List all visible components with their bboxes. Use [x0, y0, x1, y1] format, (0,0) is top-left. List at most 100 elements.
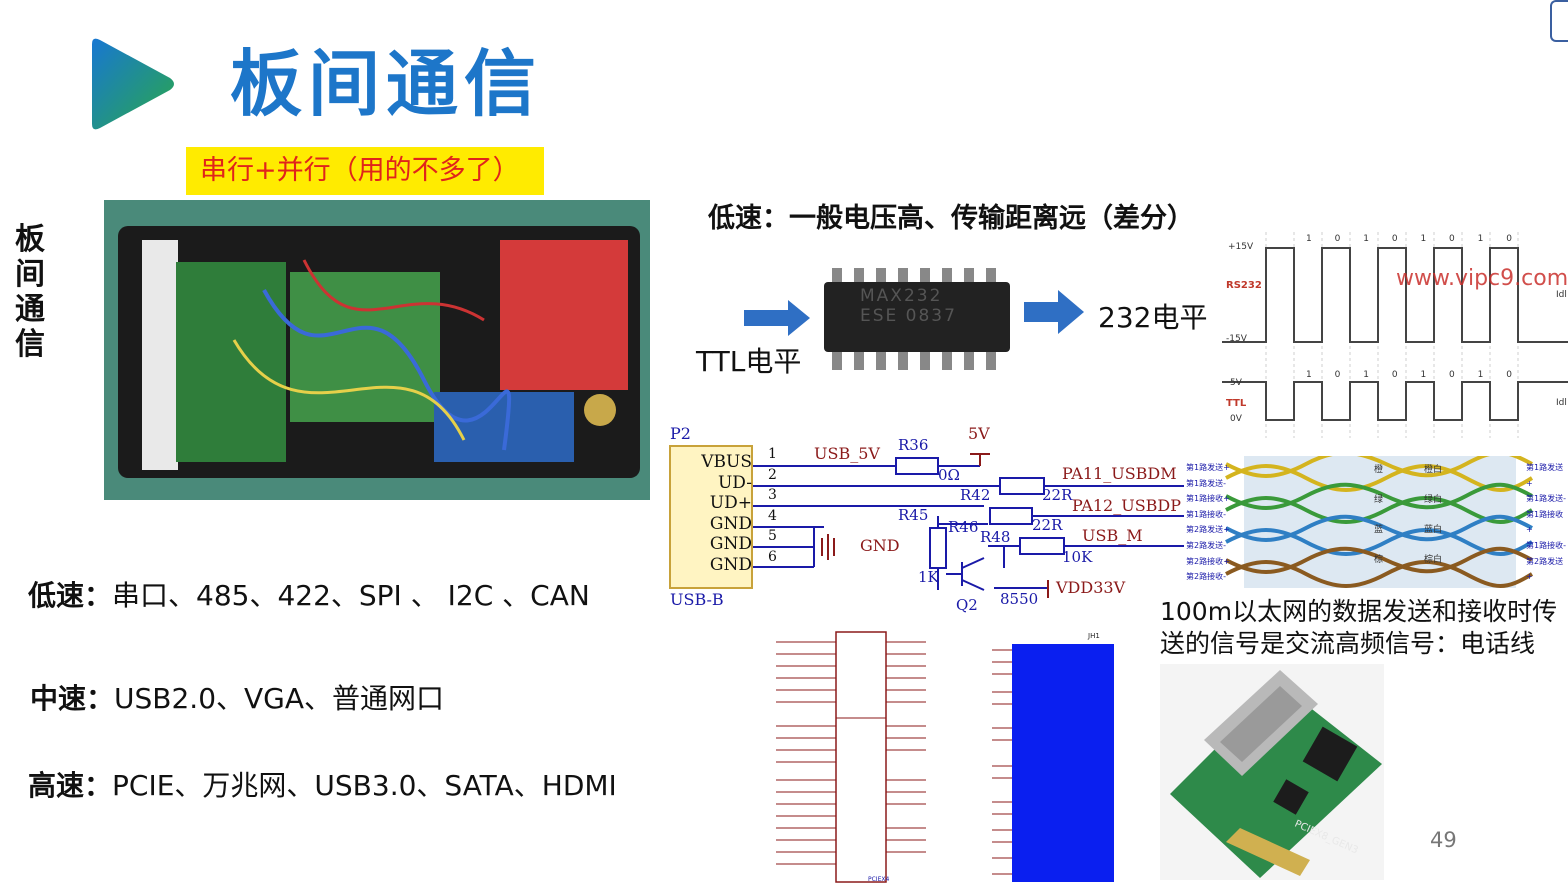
side-title-char: 板: [15, 222, 45, 257]
wire-color-green: 绿: [1374, 495, 1384, 505]
net-vdd33v: VDD33V: [1056, 578, 1126, 597]
net-usb5v: USB_5V: [814, 444, 880, 463]
pair-label: 第1路发送+: [1186, 463, 1230, 472]
connector-ref: P2: [670, 424, 691, 443]
r36-ref: R36: [898, 436, 929, 454]
mid-speed-items: USB2.0、VGA、普通网口: [114, 682, 445, 715]
wire-color-blue: 蓝: [1374, 525, 1384, 535]
bit-label: 1: [1420, 370, 1427, 380]
pair-label: 第1路接收+: [1526, 509, 1564, 535]
pair-label: 第1路发送-: [1186, 478, 1226, 488]
wire-color-orange-white: 橙白: [1424, 465, 1443, 475]
ethernet-description: 100m以太网的数据发送和接收时传 送的信号是交流高频信号：电话线: [1160, 596, 1557, 660]
bit-label: 1: [1363, 234, 1369, 244]
low-speed-heading: 低速：一般电压高、传输距离远（差分）: [708, 203, 1194, 234]
q2-part: 8550: [1000, 590, 1039, 608]
pair-labels-left: 第1路发送+ 第1路发送- 第1路接收+ 第1路接收- 第2路发送+ 第2路发送…: [1186, 460, 1230, 585]
r46-ref: R46: [948, 518, 979, 536]
chip-marking-1: MAX232: [860, 286, 943, 306]
pair-label: 第1路接收-: [1526, 540, 1566, 550]
minus15v-label: -15V: [1226, 334, 1247, 344]
pair-label: 第2路接收+: [1186, 556, 1230, 566]
pair-label: 第2路接收-: [1186, 572, 1226, 582]
net-5v: 5V: [968, 424, 990, 443]
ttl-wave-label: TTL: [1226, 398, 1247, 409]
bit-label: 0: [1506, 234, 1512, 244]
high-speed-line: 高速：PCIE、万兆网、USB3.0、SATA、HDMI: [28, 764, 617, 804]
idle-label: Idl: [1556, 290, 1567, 300]
pin-label: GND: [709, 554, 752, 575]
net-usb-m: USB_M: [1082, 526, 1143, 545]
gnd-label: GND: [860, 536, 900, 555]
0v-label: 0V: [1230, 414, 1242, 424]
bit-labels-ttl: 1 0 1 0 1 0 1 0: [1306, 370, 1512, 380]
bit-label: 0: [1334, 370, 1341, 380]
rs232-wave-label: RS232: [1226, 280, 1262, 291]
usb-schematic: [669, 445, 1184, 598]
pin-label: UD+: [709, 493, 752, 514]
pin-number: 3: [768, 487, 777, 503]
ethernet-line-2: 送的信号是交流高频信号：电话线: [1160, 629, 1536, 658]
bit-label: 1: [1306, 234, 1312, 244]
ethernet-line-1: 100m以太网的数据发送和接收时传: [1160, 597, 1558, 626]
r36-value: 0Ω: [938, 466, 960, 484]
side-title: 板 间 通 信: [12, 222, 48, 362]
usb-connector-pins: VBUS UD- UD+ GND GND GND: [670, 452, 752, 576]
board-photo: [104, 200, 650, 500]
r48-value: 22R: [1032, 516, 1063, 534]
pcie-part-label: PCIEX4: [868, 876, 890, 883]
pcie-pin-block: JH1: [992, 632, 1116, 882]
serial-parallel-tag: 串行+并行（用的不多了）: [186, 147, 544, 195]
max232-chip: MAX232 ESE 0837: [816, 246, 1026, 396]
pin-number: 2: [768, 466, 777, 483]
pair-label: 第1路发送-: [1526, 494, 1566, 504]
low-speed-line: 低速：串口、485、422、SPI 、 I2C 、CAN: [28, 574, 590, 614]
pin-label: GND: [709, 513, 752, 534]
low-speed-items: 串口、485、422、SPI 、 I2C 、CAN: [112, 579, 590, 612]
r42-ref: R42: [960, 486, 991, 504]
r-1k: 1K: [918, 568, 939, 586]
page-title: 板间通信: [230, 42, 543, 126]
side-title-char: 通: [15, 292, 45, 327]
pin-number: 5: [768, 528, 777, 544]
plus15v-label: +15V: [1228, 242, 1254, 252]
pair-label: 第1路接收+: [1186, 494, 1230, 504]
bit-label: 0: [1449, 370, 1455, 380]
high-speed-items: PCIE、万兆网、USB3.0、SATA、HDMI: [112, 769, 617, 802]
pin-label: GND: [709, 534, 752, 555]
pair-label: 第1路接收-: [1186, 509, 1226, 519]
5v-label: 5V: [1230, 378, 1242, 388]
q2-ref: Q2: [956, 596, 978, 614]
pin-numbers: 1 2 3 4 5 6: [768, 444, 777, 567]
twisted-pair-panel: 第1路发送+ 第1路发送- 第1路接收+ 第1路接收- 第2路发送+ 第2路发送…: [1186, 456, 1568, 588]
connector-type: USB-B: [670, 590, 724, 609]
bit-label: 0: [1334, 234, 1341, 244]
wire-color-orange: 橙: [1374, 465, 1384, 475]
wire-color-brown: 棕: [1374, 555, 1384, 565]
high-speed-label: 高速：: [28, 769, 113, 802]
pcie-module-label: JH1: [1088, 632, 1100, 640]
bit-label: 1: [1306, 370, 1312, 380]
r-10k: 10K: [1062, 548, 1093, 566]
window-edge-tab[interactable]: [1550, 0, 1568, 42]
waveform-panel: +15V RS232 -15V 5V TTL 0V www.vipc9.com …: [1222, 232, 1568, 438]
side-title-char: 间: [15, 257, 45, 292]
bit-label: 0: [1449, 234, 1455, 244]
pin-label: VBUS: [701, 452, 752, 472]
pcie-pinout-schematic: PCIEX4: [776, 630, 926, 884]
arrow-right-icon: [1024, 290, 1084, 334]
bit-label: 0: [1506, 370, 1512, 380]
bit-label: 1: [1420, 234, 1427, 244]
r42-value: 22R: [1042, 486, 1073, 504]
rs232-level-label: 232电平: [1098, 301, 1208, 334]
wire-color-blue-white: 蓝白: [1424, 525, 1443, 535]
ttl-level-label: TTL电平: [696, 345, 802, 378]
pair-label: 第2路发送+: [1186, 525, 1230, 535]
net-pa12: PA12_USBDP: [1072, 496, 1182, 515]
pin-number: 1: [768, 446, 777, 462]
chip-marking-2: ESE 0837: [860, 306, 957, 326]
bit-label: 1: [1477, 370, 1484, 380]
bit-label: 0: [1391, 234, 1398, 244]
arrow-right-icon: [744, 300, 810, 336]
pair-label: 第1路发送+: [1526, 463, 1564, 488]
